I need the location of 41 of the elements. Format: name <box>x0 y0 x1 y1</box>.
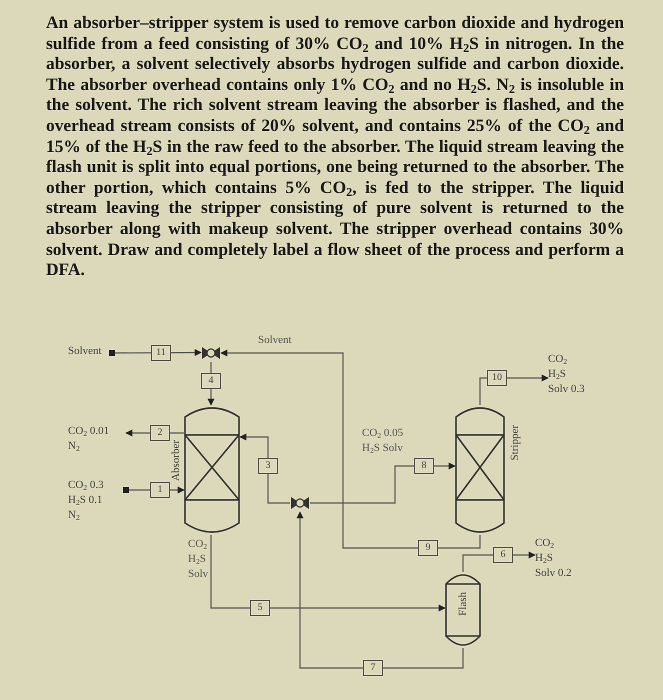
stream-line <box>210 535 446 612</box>
stream-number: 5 <box>250 600 270 616</box>
stream-line <box>310 462 456 504</box>
unit-label: Flash <box>457 592 469 616</box>
stream-line <box>239 434 290 504</box>
stream-composition: H$_{2}$S <box>548 367 567 382</box>
stream-number: 4 <box>201 373 221 389</box>
stream-composition: Solvent <box>258 333 293 348</box>
stream-composition: CO$_{2}$ 0.05 H$_{2}$S Solv <box>362 426 404 456</box>
stream-number: 2 <box>150 425 170 441</box>
stream-composition: Solvent <box>68 344 103 359</box>
stream-line <box>125 430 184 436</box>
stream-number: 3 <box>258 458 278 474</box>
stream-composition: Solv 0.3 <box>548 382 586 397</box>
stream-number: 6 <box>493 547 513 563</box>
stream-number: 8 <box>414 458 434 474</box>
stream-composition: Solv 0.2 <box>535 566 573 581</box>
unit-label: Absorber <box>170 440 182 481</box>
stream-number: 7 <box>363 660 383 676</box>
stream-composition: CO$_{2}$ H$_{2}$S Solv <box>188 537 210 582</box>
stream-number: 1 <box>150 482 170 498</box>
stream-composition: CO$_{2}$ 0.3 <box>68 478 105 493</box>
stream-composition: N$_{2}$ <box>68 508 81 523</box>
stream-composition: H$_{2}$S 0.1 <box>68 493 104 508</box>
stream-number: 9 <box>418 540 438 556</box>
problem-statement: An absorber–stripper system is used to remove carbon dioxide and hydrogen sulfide from a feed consisting of 30% CO$_{2}$ and 10% H$_{2}$S in nitrogen. In the absorber, a solvent selectively absorbs hydrogen sulfide and carbon dioxide. The absorber overhead contains only 1% CO$_{2}$ and no H$_{2}$S. N$_{2}$ is insoluble in the solvent. The rich solvent stream leaving the absorber is flashed, and the overhead stream consists of 20% solvent, and contains 25% of the CO$_{2}$ and 15% of the H$_{2}$S in the raw feed to the absorber. The liquid stream leaving the flash unit is split into equal portions, one being returned to the absorber. The other portion, which contains 5% CO$_{2}$, is fed to the stripper. The liquid stream leaving the stripper consisting of pure solvent is returned to the absorber along with makeup solvent. The stripper overhead contains 30% solvent. Draw and completely label a flow sheet of the process and perform a DFA. <box>46 12 624 280</box>
stream-composition: CO$_{2}$ 0.01 <box>68 424 110 439</box>
stream-line <box>479 374 549 405</box>
stream-line <box>462 552 536 572</box>
stream-composition: CO$_{2}$ <box>548 352 568 367</box>
unit-label: Stripper <box>509 425 521 460</box>
stream-composition: CO$_{2}$ <box>535 536 556 551</box>
stream-line <box>296 511 464 669</box>
stream-line <box>123 486 185 494</box>
stream-number: 10 <box>487 370 507 386</box>
stream-line <box>220 350 481 549</box>
stream-number: 11 <box>151 345 171 361</box>
stream-composition: N$_{2}$ <box>68 439 81 454</box>
stream-line <box>108 349 202 356</box>
stream-composition: H$_{2}$S <box>535 551 554 566</box>
stream-line <box>208 362 214 406</box>
